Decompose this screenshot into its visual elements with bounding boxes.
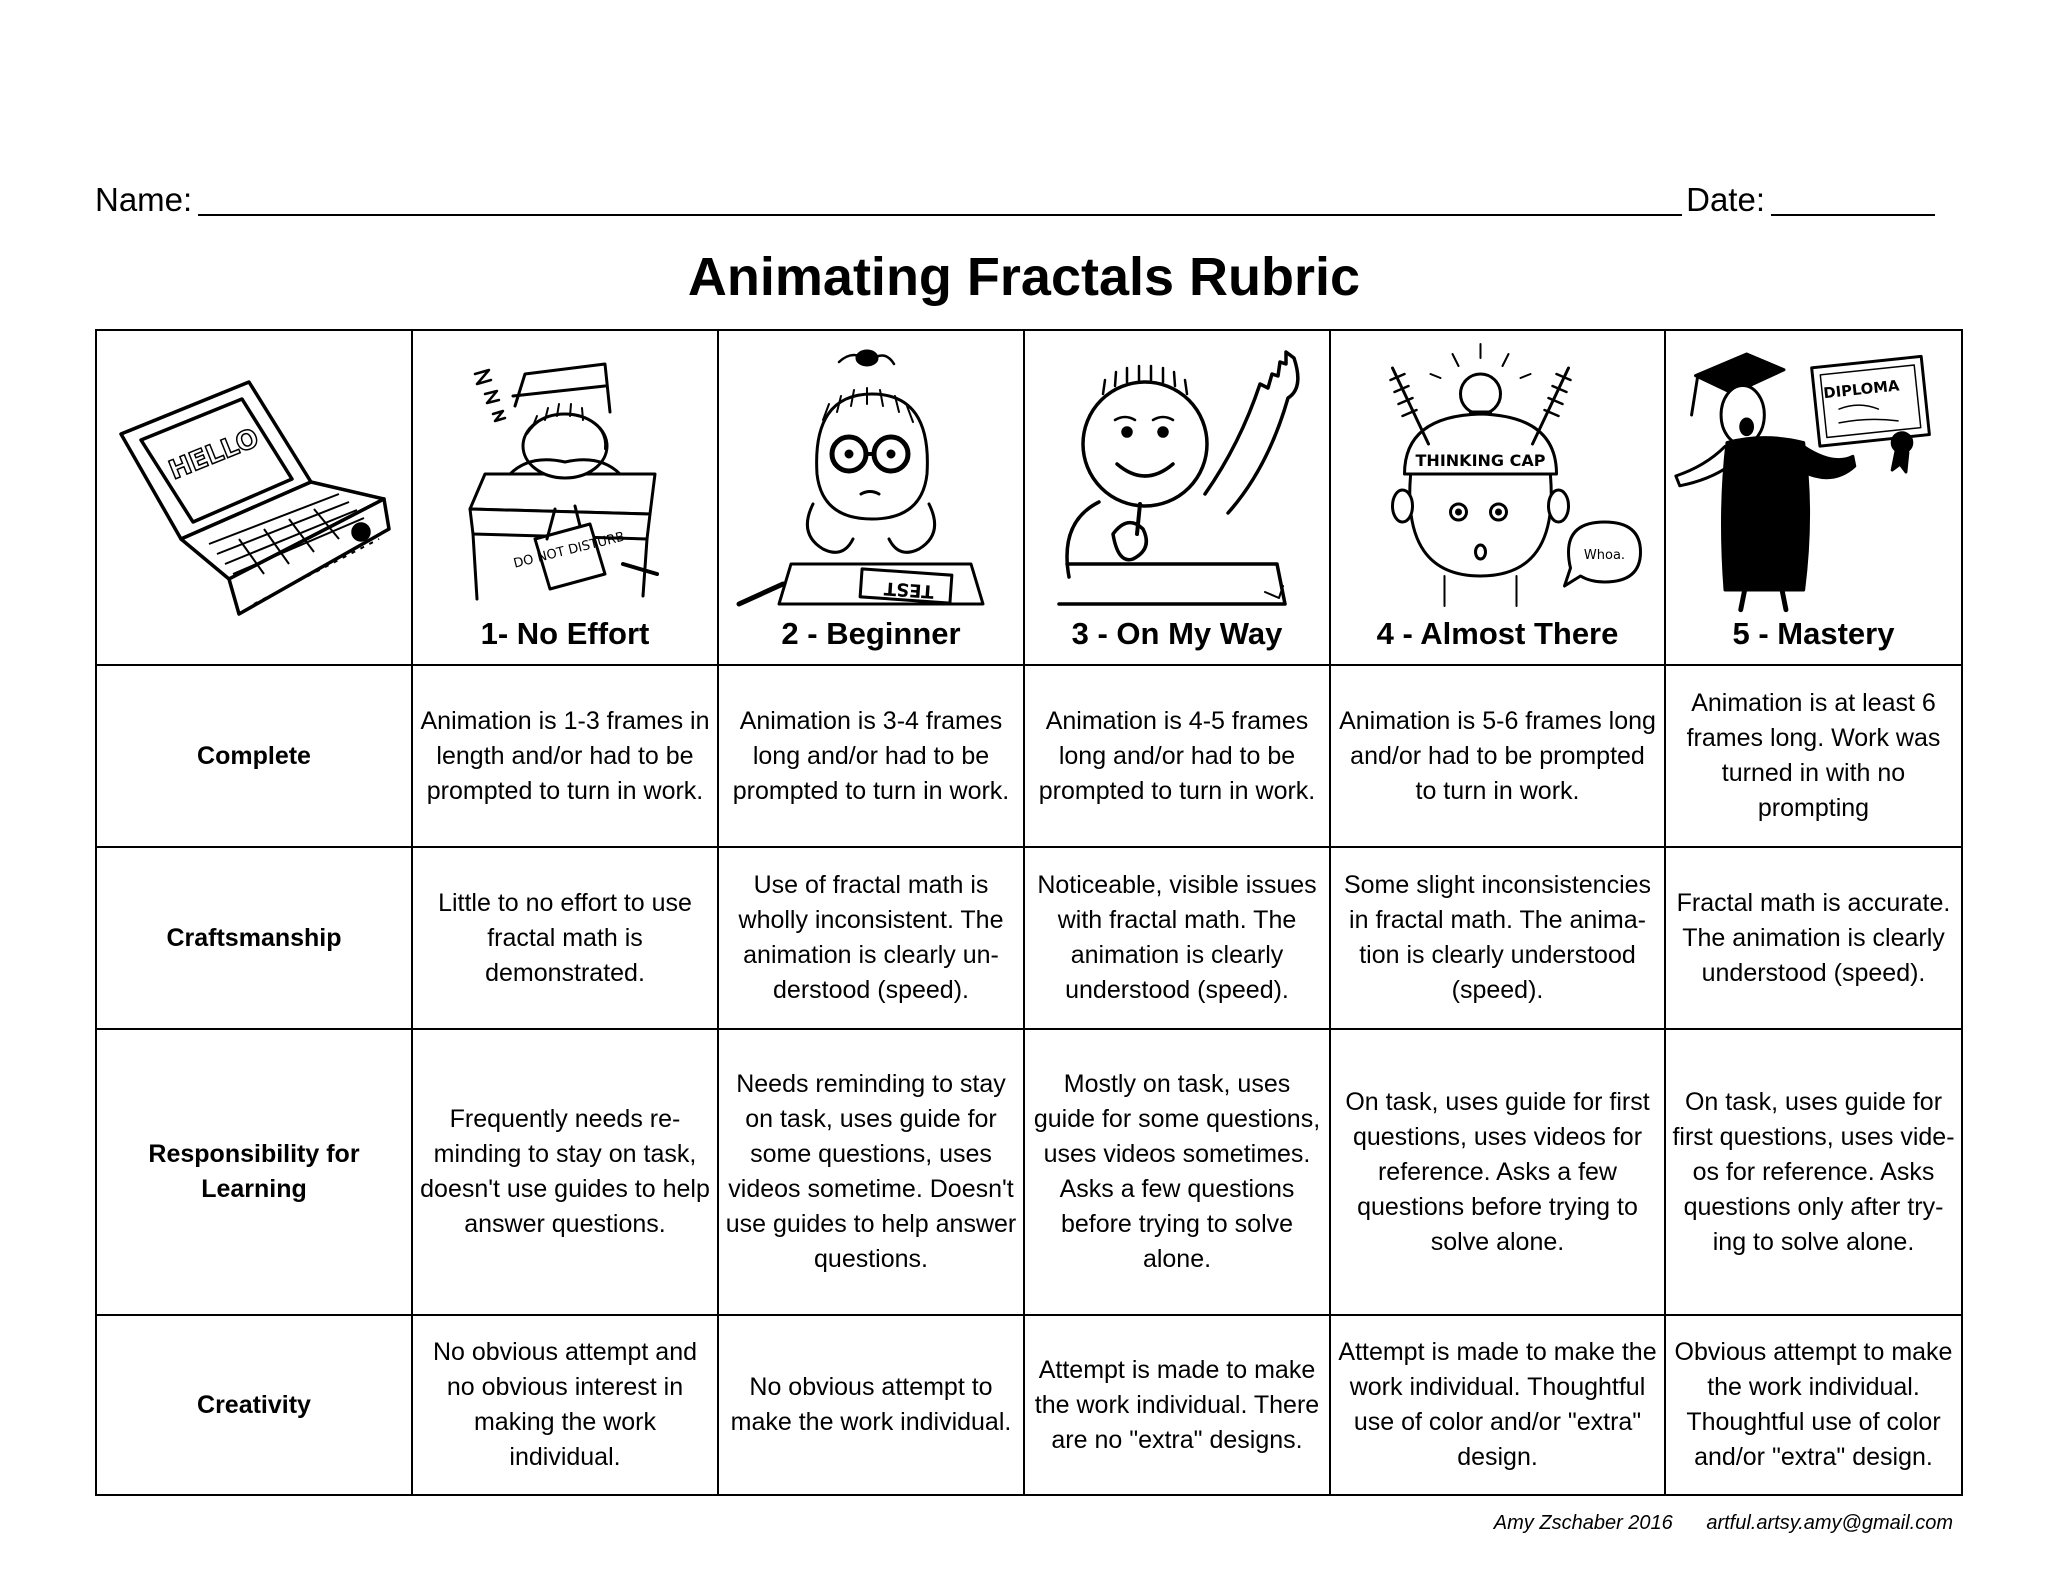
graduate-icon: DIPLOMA bbox=[1674, 352, 1931, 613]
criterion-row-complete: Complete Animation is 1-3 frames in leng… bbox=[95, 664, 1963, 848]
rubric-cell: No obvious attempt and no obvious intere… bbox=[411, 1314, 719, 1496]
footer-author: Amy Zschaber 2016 bbox=[1493, 1512, 1673, 1534]
name-label: Name: bbox=[95, 181, 193, 218]
date-blank-line[interactable] bbox=[1771, 184, 1935, 216]
rubric-cell: Attempt is made to make the work individ… bbox=[1329, 1314, 1666, 1496]
rubric-cell: Little to no effort to use fractal math … bbox=[411, 846, 719, 1030]
rubric-cell: Mostly on task, uses guide for some ques… bbox=[1023, 1028, 1331, 1316]
rubric-cell: No obvious attempt to make the work indi… bbox=[717, 1314, 1025, 1496]
rubric-cell: Needs reminding to stay on task, uses gu… bbox=[717, 1028, 1025, 1316]
name-date-row: Name: Date: bbox=[95, 176, 1935, 220]
criterion-row-craftsmanship: Craftsmanship Little to no effort to use… bbox=[95, 846, 1963, 1030]
level-label: 3 - On My Way bbox=[1071, 616, 1283, 651]
rubric-cell: Animation is 4-5 frames long and/or had … bbox=[1023, 664, 1331, 848]
rubric-cell: Fractal math is accurate. The animation … bbox=[1664, 846, 1963, 1030]
level-3-header: 3 - On My Way bbox=[1023, 329, 1331, 666]
footer-email: artful.artsy.amy@gmail.com bbox=[1706, 1512, 1953, 1534]
level-label: 4 - Almost There bbox=[1376, 616, 1619, 651]
whoa-bubble-text: Whoa. bbox=[1584, 548, 1625, 563]
level-label: 1- No Effort bbox=[480, 616, 650, 651]
test-paper-text: TEST bbox=[883, 577, 935, 601]
thinking-cap-text: THINKING CAP bbox=[1416, 451, 1546, 470]
rubric-cell: Some slight inconsistencies in fractal m… bbox=[1329, 846, 1666, 1030]
rubric-cell: On task, uses guide for first questions,… bbox=[1664, 1028, 1963, 1316]
criterion-name: Complete bbox=[95, 664, 413, 848]
rubric-cell: Animation is 5-6 frames long and/or had … bbox=[1329, 664, 1666, 848]
rubric-cell: Frequently needs re-minding to stay on t… bbox=[411, 1028, 719, 1316]
rubric-cell: Animation is 1-3 frames in length and/or… bbox=[411, 664, 719, 848]
sleeping-student-icon: DO NOT DISTURB bbox=[468, 362, 659, 601]
criterion-row-responsibility: Responsibility for Learning Frequently n… bbox=[95, 1028, 1963, 1316]
level-label: 5 - Mastery bbox=[1732, 616, 1895, 651]
rubric-cell: Animation is 3-4 frames long and/or had … bbox=[717, 664, 1025, 848]
rubric-cell: Noticeable, visible issues with fractal … bbox=[1023, 846, 1331, 1030]
name-blank-line[interactable] bbox=[198, 184, 1683, 216]
hand-raising-student-icon bbox=[1057, 350, 1300, 606]
rubric-cell: On task, uses guide for first questions,… bbox=[1329, 1028, 1666, 1316]
laptop-icon: HELLO bbox=[119, 380, 391, 616]
level-label: 2 - Beginner bbox=[781, 616, 961, 651]
level-1-header: DO NOT DISTURB 1- No Effort bbox=[411, 329, 719, 666]
rubric-header-row: HELLO bbox=[95, 329, 1963, 666]
laptop-cell: HELLO bbox=[95, 329, 413, 666]
rubric-cell: Attempt is made to make the work individ… bbox=[1023, 1314, 1331, 1496]
footer-credit: Amy Zschaber 2016 artful.artsy.amy@gmail… bbox=[1466, 1512, 1953, 1535]
worried-student-icon: TEST bbox=[736, 349, 985, 607]
page-title: Animating Fractals Rubric bbox=[687, 247, 1361, 307]
rubric-cell: Animation is at least 6 frames long. Wor… bbox=[1664, 664, 1963, 848]
date-label: Date: bbox=[1686, 181, 1765, 218]
criterion-row-creativity: Creativity No obvious attempt and no obv… bbox=[95, 1314, 1963, 1496]
thinking-cap-student-icon: THINKING CAP Whoa. bbox=[1389, 343, 1642, 607]
criterion-name: Creativity bbox=[95, 1314, 413, 1496]
level-4-header: THINKING CAP Whoa. 4 - Almost There bbox=[1329, 329, 1666, 666]
rubric-table: HELLO bbox=[95, 329, 1963, 1496]
rubric-cell: Use of fractal math is wholly inconsiste… bbox=[717, 846, 1025, 1030]
criterion-name: Responsibility for Learning bbox=[95, 1028, 413, 1316]
rubric-cell: Obvious attempt to make the work individ… bbox=[1664, 1314, 1963, 1496]
criterion-name: Craftsmanship bbox=[95, 846, 413, 1030]
level-2-header: TEST 2 - Beginner bbox=[717, 329, 1025, 666]
level-5-header: DIPLOMA 5 - Mastery bbox=[1664, 329, 1963, 666]
